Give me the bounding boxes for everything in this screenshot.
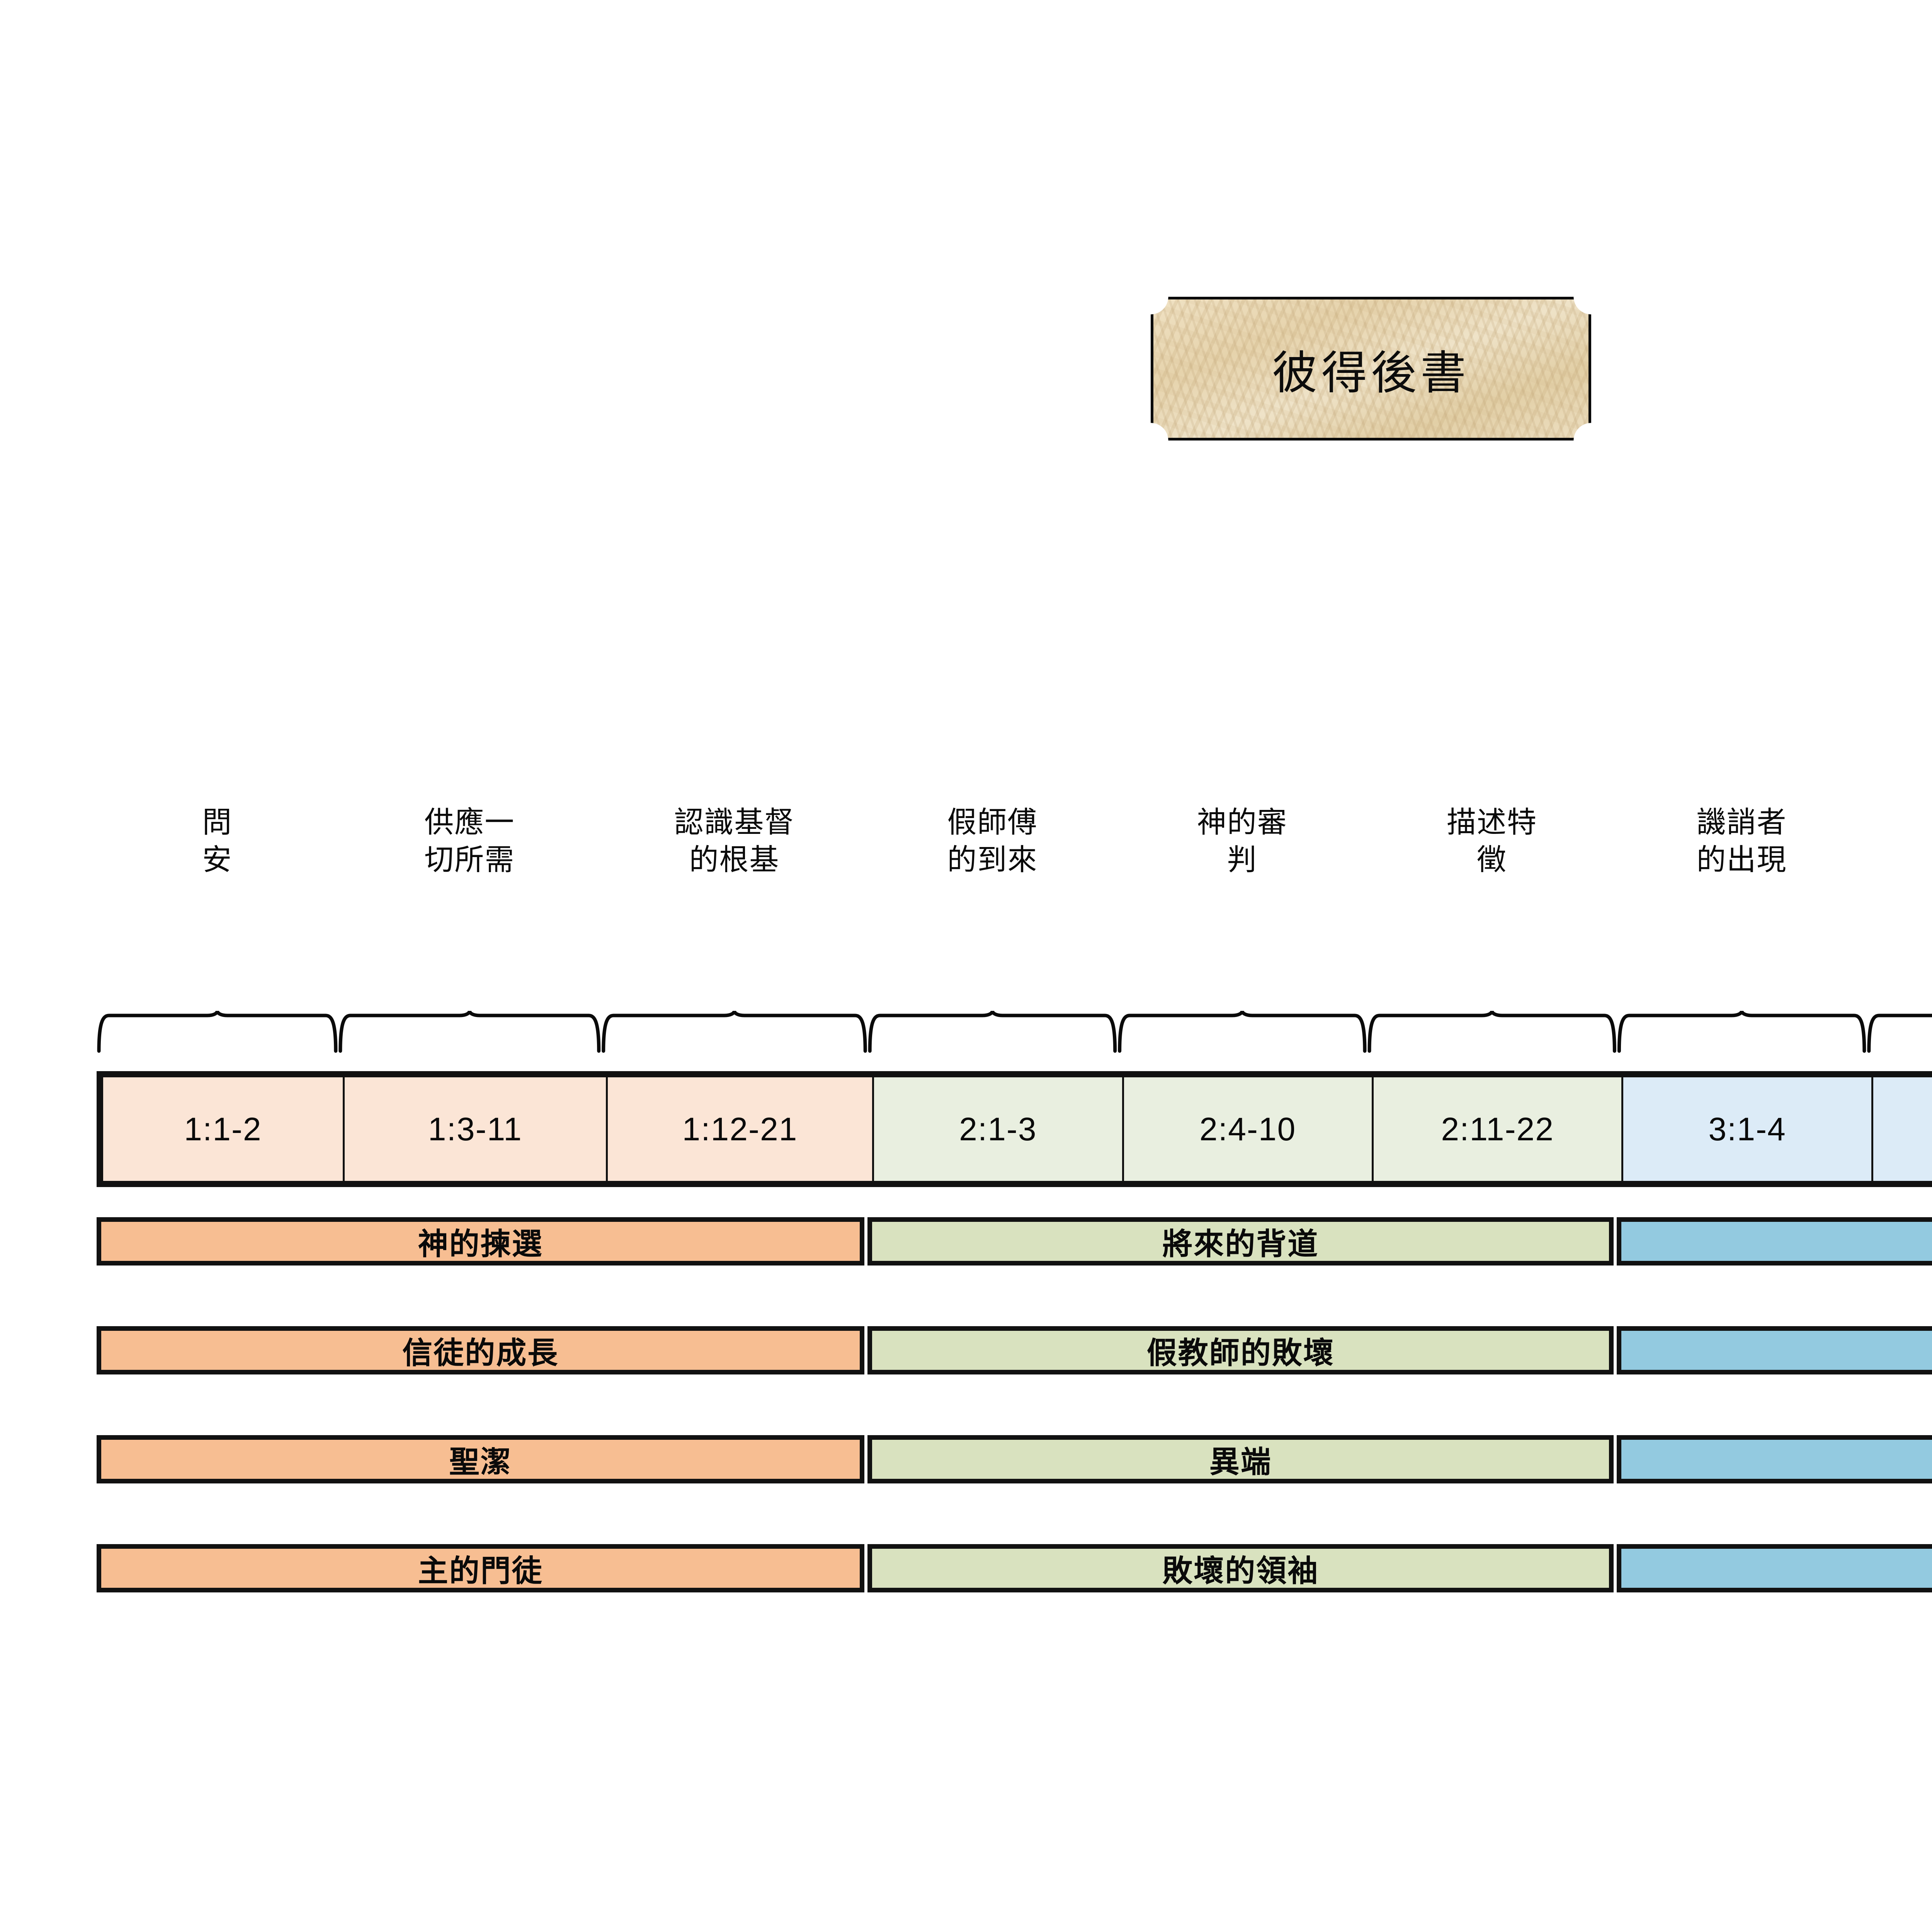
- theme-cell-r1-s1[interactable]: 神的揀選: [97, 1217, 865, 1266]
- theme-cell-r2-s2[interactable]: 假教師的敗壞: [867, 1326, 1614, 1374]
- brace-8: [1867, 1014, 1932, 1053]
- theme-cell-r2-s1[interactable]: 信徒的成長: [97, 1326, 865, 1374]
- column-header-line: 問: [202, 806, 233, 839]
- theme-cell-r1-s3[interactable]: 主的再來: [1617, 1217, 1932, 1266]
- column-header-line: 神的審: [1197, 806, 1287, 839]
- verse-cell-5[interactable]: 2:4-10: [1124, 1077, 1374, 1181]
- column-header-5: 神的審判: [1117, 804, 1367, 958]
- column-header-2: 供應一切所需: [338, 804, 601, 958]
- verse-cell-6[interactable]: 2:11-22: [1373, 1077, 1624, 1181]
- book-title-plaque: 彼得後書: [1151, 297, 1591, 441]
- column-header-line: 徵: [1477, 844, 1507, 877]
- theme-cell-r1-s2[interactable]: 將來的背道: [867, 1217, 1614, 1266]
- brace-2: [338, 1010, 601, 1053]
- column-header-line: 的到來: [947, 844, 1038, 877]
- column-header-line: 供應一: [424, 806, 515, 839]
- theme-row-3: 聖潔異端希望: [97, 1435, 1932, 1483]
- plaque-parchment-background: [1151, 297, 1591, 441]
- theme-cell-r4-s1[interactable]: 主的門徒: [97, 1544, 865, 1592]
- theme-cell-r3-s1[interactable]: 聖潔: [97, 1435, 865, 1483]
- theme-row-4: 主的門徒敗壞的領袖主的日子: [97, 1544, 1932, 1592]
- column-header-line: 描述特: [1447, 806, 1537, 839]
- brace-5: [1118, 1010, 1367, 1053]
- column-header-line: 譏誚者: [1696, 806, 1787, 839]
- brace-connectors: [97, 974, 1932, 1070]
- verse-cell-7[interactable]: 3:1-4: [1623, 1077, 1873, 1181]
- column-header-line: 假師傅: [947, 806, 1038, 839]
- column-header-3: 認識基督的根基: [601, 804, 867, 958]
- theme-row-2: 信徒的成長假教師的敗壞信徒的盼望: [97, 1326, 1932, 1374]
- column-header-line: 認識基督: [674, 806, 795, 839]
- column-header-1: 問安: [97, 804, 338, 958]
- column-headers-row: 問安供應一切所需認識基督的根基假師傅的到來神的審判描述特徵譏誚者的出現天地將被焚…: [97, 804, 1932, 958]
- theme-cell-r4-s2[interactable]: 敗壞的領袖: [867, 1544, 1614, 1592]
- theme-cell-r3-s3[interactable]: 希望: [1617, 1435, 1932, 1483]
- column-header-line: 安: [202, 844, 233, 877]
- brace-4: [868, 1010, 1117, 1053]
- column-header-line: 的根基: [689, 844, 780, 877]
- verse-cell-1[interactable]: 1:1-2: [103, 1077, 345, 1181]
- column-header-8: 天地將被焚毀: [1867, 804, 1932, 958]
- column-header-line: 切所需: [424, 844, 515, 877]
- verse-cell-3[interactable]: 1:12-21: [607, 1077, 874, 1181]
- theme-cell-r2-s3[interactable]: 信徒的盼望: [1617, 1326, 1932, 1374]
- column-header-4: 假師傅的到來: [867, 804, 1117, 958]
- theme-cell-r3-s2[interactable]: 異端: [867, 1435, 1614, 1483]
- verse-cell-2[interactable]: 1:3-11: [344, 1077, 608, 1181]
- brace-3: [602, 1010, 867, 1053]
- verse-cell-8[interactable]: 3:5-13: [1873, 1077, 1932, 1181]
- brace-7: [1617, 1010, 1866, 1053]
- book-title-text: 彼得後書: [1272, 347, 1470, 399]
- theme-row-1: 神的揀選將來的背道主的再來: [97, 1217, 1932, 1266]
- column-header-7: 譏誚者的出現: [1617, 804, 1866, 958]
- verse-cell-4[interactable]: 2:1-3: [874, 1077, 1124, 1181]
- column-header-6: 描述特徵: [1367, 804, 1617, 958]
- column-header-line: 的出現: [1696, 844, 1787, 877]
- brace-6: [1367, 1010, 1616, 1053]
- theme-cell-r4-s3[interactable]: 主的日子: [1617, 1544, 1932, 1592]
- column-header-line: 判: [1227, 844, 1257, 877]
- brace-1: [97, 1010, 338, 1053]
